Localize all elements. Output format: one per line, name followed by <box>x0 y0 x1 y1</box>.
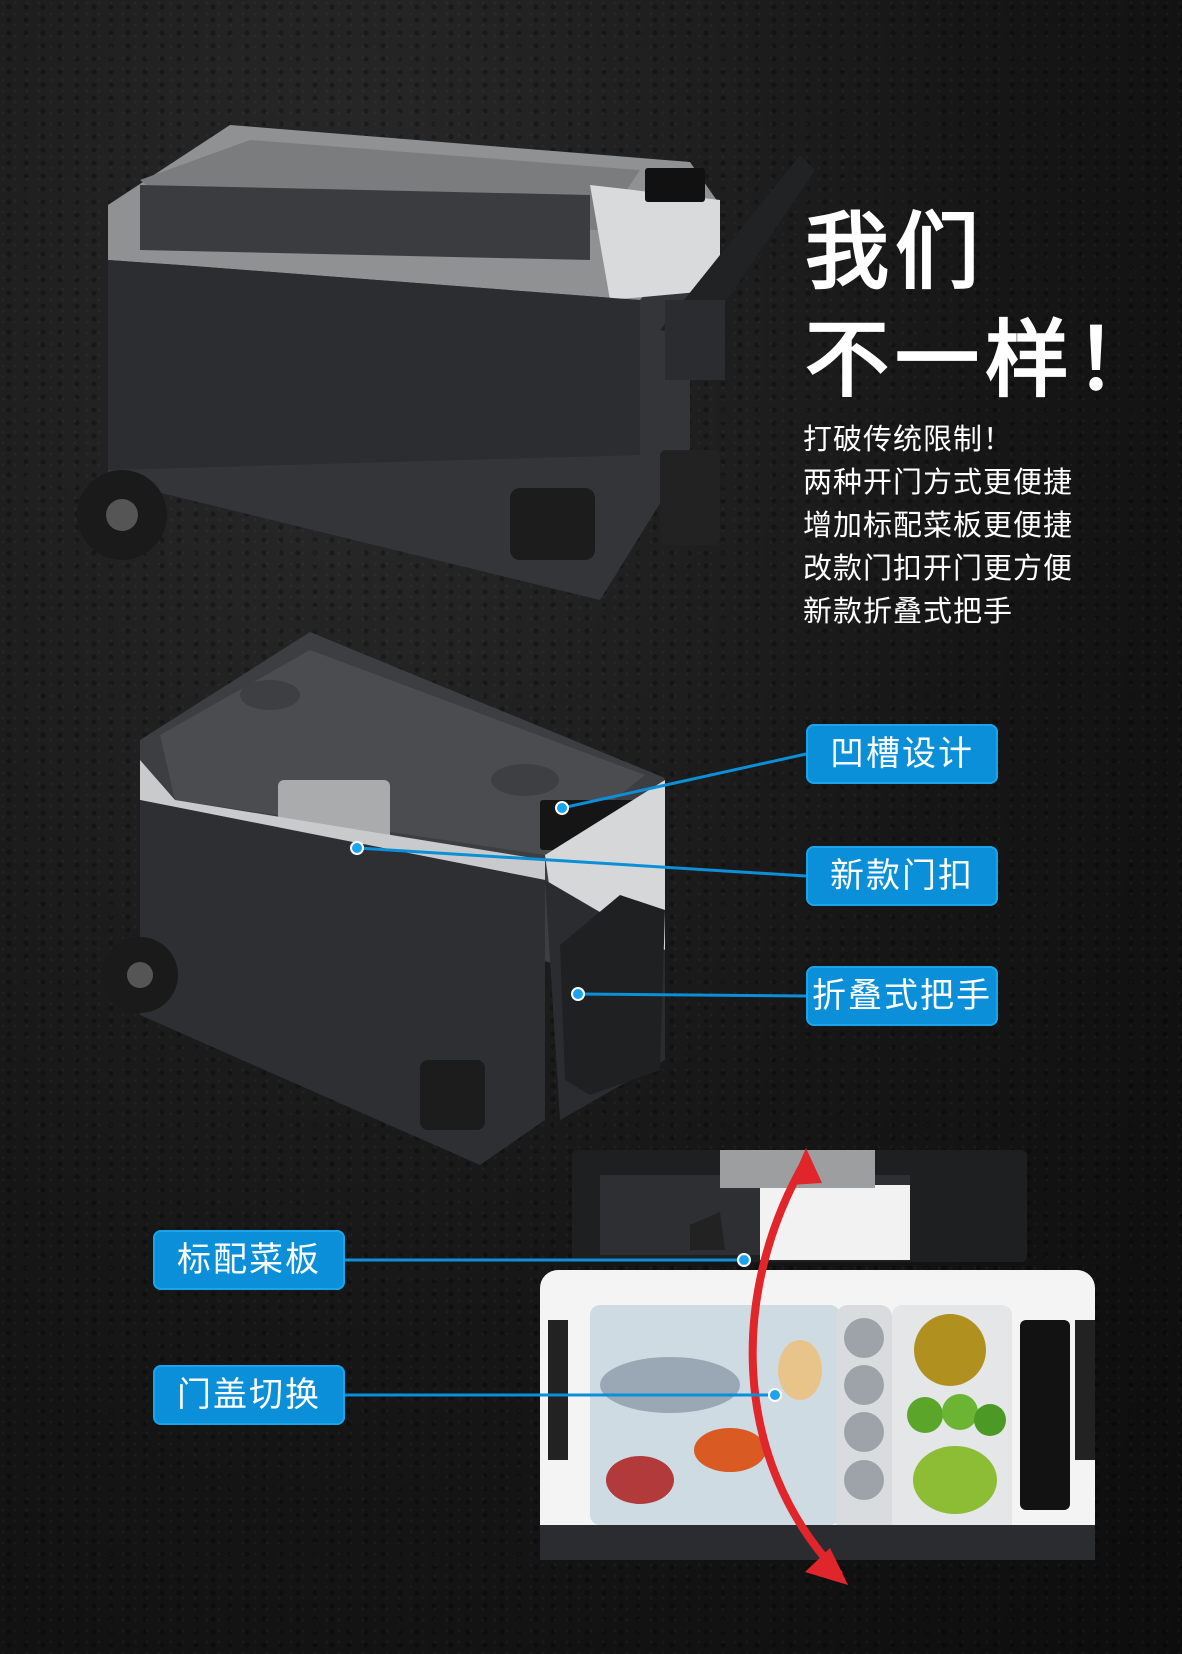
feature-item: 增加标配菜板更便捷 <box>803 508 1074 542</box>
feature-list: 打破传统限制！ 两种开门方式更便捷 增加标配菜板更便捷 改款门扣开门更方便 新款… <box>803 418 1073 633</box>
callout-latch: 新款门扣 <box>806 846 998 906</box>
callout-groove: 凹槽设计 <box>806 724 998 784</box>
headline-line-1: 我们 <box>805 203 986 301</box>
feature-item: 改款门扣开门更方便 <box>803 551 1074 585</box>
steak <box>606 1456 674 1504</box>
control-panel-top <box>645 168 705 202</box>
line-handle <box>577 992 807 998</box>
lid-switch-arrow <box>748 1148 848 1585</box>
callout-board: 标配菜板 <box>153 1230 345 1290</box>
feature-item: 打破传统限制！ <box>803 422 1014 456</box>
headline-line-2: 不一样！ <box>805 311 1166 409</box>
feature-item: 新款折叠式把手 <box>803 594 1014 628</box>
groove-recess <box>491 764 559 796</box>
fridge-closed-top <box>77 125 815 600</box>
line-groove <box>561 752 807 810</box>
line-latch <box>356 846 807 878</box>
callout-lid-switch: 门盖切换 <box>153 1365 345 1425</box>
crab <box>694 1428 766 1472</box>
control-panel-open <box>1020 1320 1070 1510</box>
callout-handle: 折叠式把手 <box>806 966 998 1026</box>
vent-top <box>510 488 595 560</box>
fridge-open-bottom <box>540 1150 1095 1560</box>
durian <box>914 1314 986 1386</box>
handle-top <box>660 155 815 340</box>
feature-item: 两种开门方式更便捷 <box>803 465 1074 499</box>
vent-middle <box>420 1060 485 1130</box>
grapes <box>913 1446 997 1514</box>
fish <box>600 1357 740 1413</box>
fridge-closed-middle <box>102 632 665 1165</box>
cutting-board <box>760 1185 910 1260</box>
